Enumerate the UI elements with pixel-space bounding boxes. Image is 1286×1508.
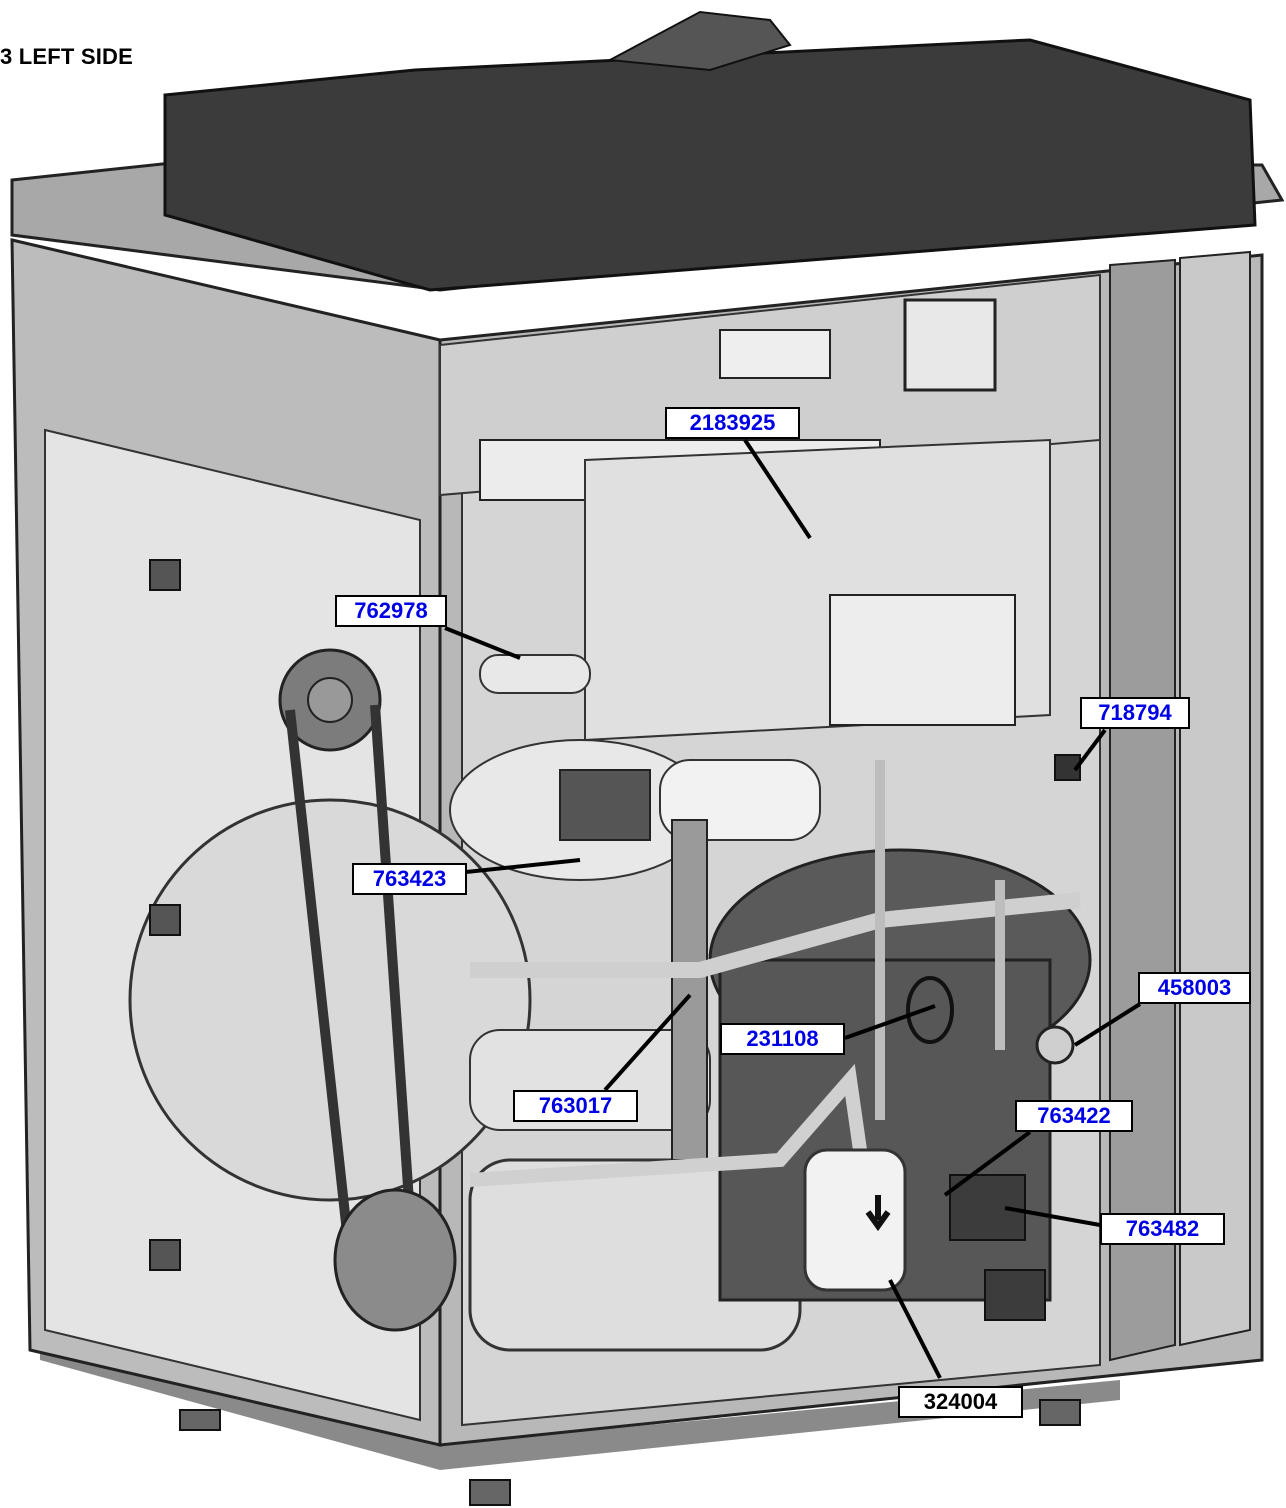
leader-2183925 [743,438,812,540]
mount-bracket-3 [149,1239,181,1271]
leader-763482 [1004,1206,1101,1227]
leader-763017 [603,993,692,1092]
callout-763422: 763422 [1015,1100,1133,1132]
callout-718794: 718794 [1080,697,1190,729]
mount-bracket-1 [149,559,181,591]
leader-lines [444,438,1142,1379]
callout-763423: 763423 [352,863,467,895]
belt-left [285,709,355,1261]
suction-pipe [671,819,708,1161]
callout-324004: 324004 [898,1386,1023,1418]
motor-pulley [333,1188,457,1332]
accumulator [803,1148,907,1292]
leader-324004 [888,1279,942,1379]
panel-label-plate [719,329,831,379]
sight-glass [1035,1025,1075,1065]
mount-bracket-2 [149,904,181,936]
callout-458003: 458003 [1138,972,1251,1004]
callout-763482: 763482 [1100,1213,1225,1245]
pulley-hub [307,677,353,723]
foot-left [179,1409,221,1431]
callout-2183925: 2183925 [665,407,800,439]
foot-right [1039,1399,1081,1426]
callout-763017: 763017 [513,1090,638,1122]
callout-231108: 231108 [720,1023,845,1055]
leader-718794 [1073,728,1107,772]
diagram-heading: 3 LEFT SIDE [0,44,133,69]
leader-458003 [1073,1002,1142,1047]
thermostat-switch [1054,754,1081,781]
leader-763423 [465,858,581,874]
callout-762978: 762978 [335,595,447,627]
lid [163,38,1257,292]
right-side [1179,250,1251,1347]
lid-handle [606,10,792,72]
mid-panel-box [829,594,1016,726]
leader-763422 [943,1130,1032,1197]
flow-arrow-icon [865,1195,891,1232]
right-column [1109,258,1176,1362]
pipe-run-1 [470,892,1081,978]
leader-231108 [844,1004,936,1040]
leader-762978 [444,626,521,660]
panel-window [903,298,997,392]
fan-housing [128,798,532,1202]
foot-front [469,1479,511,1506]
start-relay [984,1269,1046,1321]
pipe-run-2 [469,1063,867,1187]
belt-right [370,704,417,1246]
filter-drier [479,654,591,694]
gasket-ring [906,976,954,1044]
solenoid-coil [559,769,651,841]
